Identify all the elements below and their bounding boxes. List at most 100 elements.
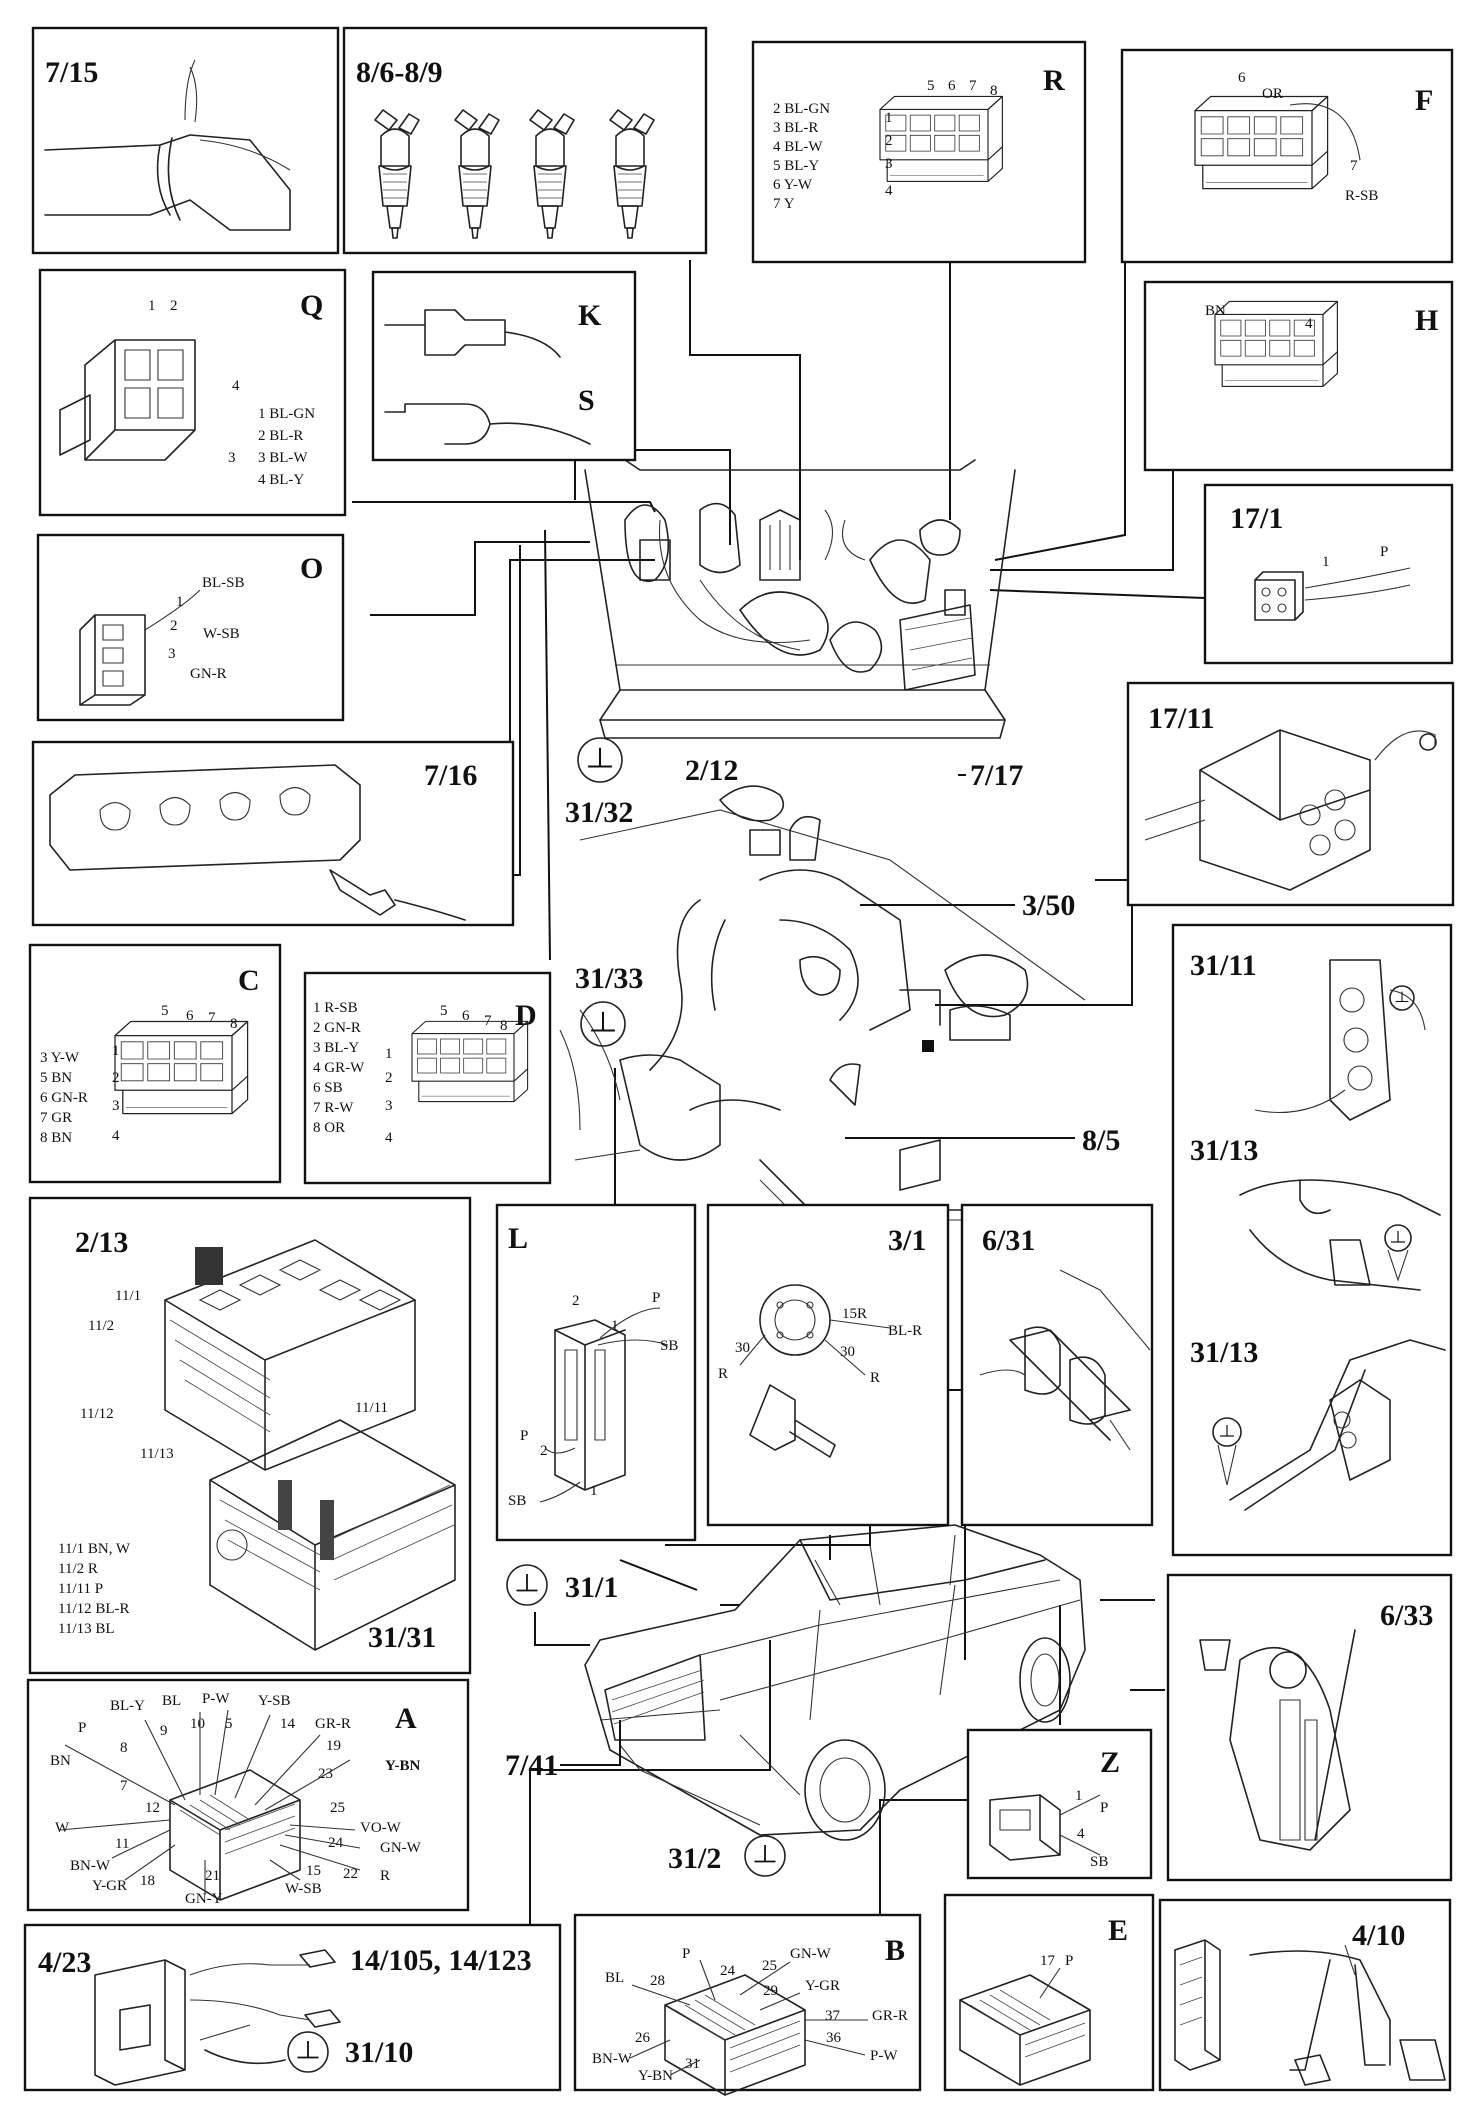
panel-17-1: 17/1 1 P (1203, 483, 1454, 665)
svg-text:Y-SB: Y-SB (258, 1693, 291, 1709)
svg-text:1: 1 (611, 1318, 619, 1334)
ground-symbol (1389, 985, 1415, 1011)
panel-title: 8/6-8/9 (356, 56, 443, 89)
ground-symbol (577, 737, 623, 783)
svg-text:BL-SB: BL-SB (202, 575, 245, 591)
svg-text:4: 4 (232, 378, 240, 394)
panel-7-15: 7/15 (31, 26, 340, 255)
svg-text:12: 12 (145, 1800, 160, 1816)
svg-text:4: 4 (885, 183, 893, 199)
panel-q: Q 1 2 3 4 1 BL-GN 2 BL-R 3 BL-W 4 BL-Y (38, 268, 347, 517)
engine-bay-drawing (584, 459, 1016, 739)
svg-text:1: 1 (1322, 554, 1330, 570)
svg-text:8: 8 (120, 1740, 128, 1756)
svg-text:Y-BN: Y-BN (638, 2068, 673, 2084)
panel-31-11-31-13: 31/11 31/13 31/13 (1171, 923, 1453, 1557)
svg-text:OR: OR (1262, 86, 1283, 102)
svg-text:4: 4 (1077, 1826, 1085, 1842)
panel-4-23: 4/23 14/105, 14/123 31/10 (23, 1923, 562, 2092)
label-7-41: 7/41 (505, 1749, 558, 1782)
svg-text:6 GN-R: 6 GN-R (40, 1090, 88, 1106)
label-3-50: 3/50 (1022, 889, 1075, 922)
panel-title: 17/1 (1230, 502, 1283, 535)
svg-text:3: 3 (885, 156, 893, 172)
svg-text:4: 4 (1305, 316, 1313, 332)
svg-text:GN-Y: GN-Y (185, 1891, 223, 1907)
svg-text:7 Y: 7 Y (773, 196, 795, 212)
panel-title: A (395, 1702, 417, 1735)
panel-title: 31/13 (1190, 1336, 1258, 1369)
svg-text:6 SB: 6 SB (313, 1080, 343, 1096)
svg-text:8: 8 (500, 1018, 508, 1034)
svg-text:11/12: 11/12 (80, 1406, 114, 1422)
svg-text:1: 1 (176, 594, 184, 610)
svg-text:6 Y-W: 6 Y-W (773, 177, 813, 193)
svg-text:GN-R: GN-R (190, 666, 227, 682)
svg-text:22: 22 (343, 1866, 358, 1882)
svg-text:7: 7 (208, 1010, 216, 1026)
panel-title: 4/23 (38, 1946, 91, 1979)
svg-text:2: 2 (112, 1070, 120, 1086)
svg-text:3 BL-W: 3 BL-W (258, 450, 308, 466)
panel-title: F (1415, 84, 1433, 117)
svg-text:7 R-W: 7 R-W (313, 1100, 354, 1116)
svg-text:Y-BN: Y-BN (385, 1758, 420, 1774)
svg-text:6: 6 (462, 1008, 470, 1024)
svg-text:BL-Y: BL-Y (110, 1698, 145, 1714)
svg-text:28: 28 (650, 1973, 665, 1989)
svg-text:3 BL-R: 3 BL-R (773, 120, 818, 136)
svg-text:P: P (652, 1290, 660, 1306)
svg-text:25: 25 (330, 1800, 345, 1816)
panel-title: 17/11 (1148, 702, 1215, 735)
panel-e: E 17 P (943, 1893, 1155, 2092)
svg-text:GR-R: GR-R (315, 1716, 351, 1732)
ground-symbol (506, 1564, 548, 1606)
svg-text:11/13 BL: 11/13 BL (58, 1621, 115, 1637)
svg-text:W-SB: W-SB (285, 1881, 322, 1897)
svg-text:7: 7 (1350, 158, 1358, 174)
panel-17-11: 17/11 (1126, 681, 1455, 907)
panel-subtitle: 14/105, 14/123 (350, 1944, 532, 1977)
svg-text:7: 7 (484, 1013, 492, 1029)
svg-text:3: 3 (228, 450, 236, 466)
label-8-5: 8/5 (1082, 1124, 1120, 1157)
panel-title: 31/13 (1190, 1134, 1258, 1167)
svg-text:P: P (682, 1946, 690, 1962)
svg-text:26: 26 (635, 2030, 651, 2046)
svg-text:17: 17 (1040, 1953, 1056, 1969)
engine-detail-drawing (559, 785, 1086, 1221)
svg-text:8: 8 (230, 1016, 238, 1032)
svg-text:11: 11 (115, 1836, 129, 1852)
svg-text:5 BN: 5 BN (40, 1070, 72, 1086)
svg-text:30: 30 (735, 1340, 750, 1356)
panel-title: 7/15 (45, 56, 98, 89)
svg-text:3 BL-Y: 3 BL-Y (313, 1040, 359, 1056)
panel-title-s: S (578, 384, 595, 417)
svg-text:3: 3 (168, 646, 176, 662)
svg-text:7: 7 (969, 78, 977, 94)
svg-text:BN: BN (50, 1753, 71, 1769)
label-31-1: 31/1 (565, 1571, 618, 1604)
svg-text:R-SB: R-SB (1345, 188, 1378, 204)
svg-text:VO-W: VO-W (360, 1820, 402, 1836)
panel-8-6-8-9: 8/6-8/9 (342, 26, 708, 255)
svg-text:15: 15 (306, 1863, 321, 1879)
svg-text:Y-GR: Y-GR (805, 1978, 840, 1994)
svg-text:BL: BL (605, 1970, 624, 1986)
svg-text:11/11 P: 11/11 P (58, 1581, 103, 1597)
panel-title: 2/13 (75, 1226, 128, 1259)
svg-text:2 BL-R: 2 BL-R (258, 428, 303, 444)
panel-l: L 2 P 1 SB P 2 SB 1 (495, 1203, 697, 1542)
svg-text:2: 2 (540, 1443, 548, 1459)
svg-text:1: 1 (590, 1483, 598, 1499)
panel-title: Q (300, 289, 323, 322)
svg-text:BN-W: BN-W (592, 2051, 633, 2067)
svg-text:7: 7 (120, 1778, 128, 1794)
panel-6-31: 6/31 (960, 1203, 1154, 1527)
svg-text:30: 30 (840, 1344, 855, 1360)
svg-text:P: P (1100, 1800, 1108, 1816)
svg-text:5 BL-Y: 5 BL-Y (773, 158, 819, 174)
svg-text:R: R (870, 1370, 880, 1386)
label-2-12: 2/12 (685, 754, 738, 787)
panel-r: R 5 6 7 8 1 2 3 4 2 BL-GN 3 BL-R 4 BL-W … (751, 40, 1087, 264)
